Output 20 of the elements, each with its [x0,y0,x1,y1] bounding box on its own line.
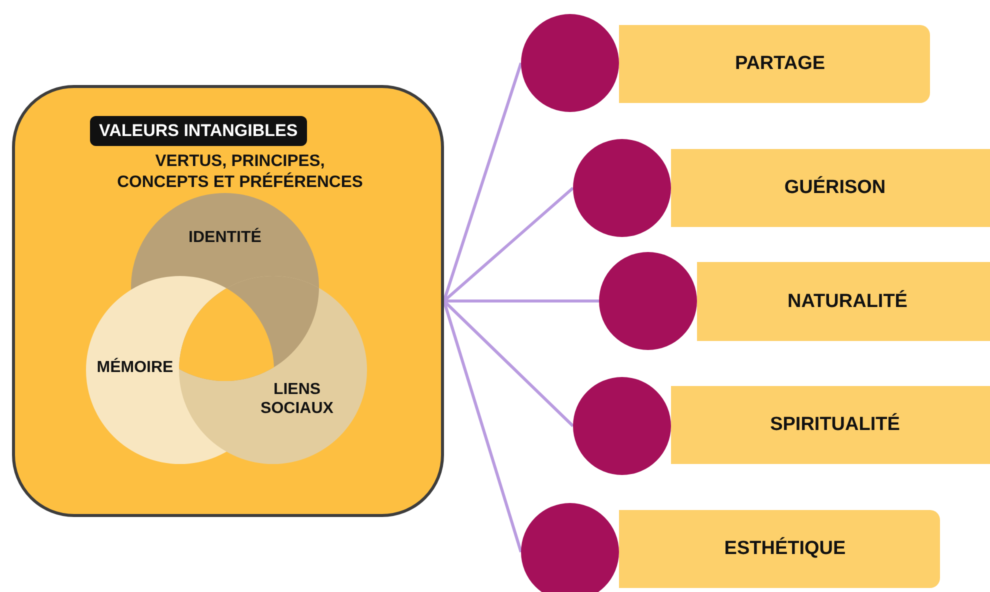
subtitle: VERTUS, PRINCIPES, CONCEPTS ET PRÉFÉRENCES [116,151,364,193]
bar-label: GUÉRISON [783,177,887,199]
circle-label: LIENS SOCIAUX [260,380,334,418]
circle-label: IDENTITÉ [188,228,262,247]
label-bar [619,510,940,588]
bar-label: NATURALITÉ [786,290,908,312]
connector-line [442,300,522,552]
connector-line [444,300,599,302]
connector-line [442,62,522,302]
title-tag: VALEURS INTANGIBLES [90,116,307,146]
group-panel [12,85,444,517]
label-bar [671,386,990,464]
label-bar [671,149,990,227]
connector-line [443,186,574,302]
bar-label: PARTAGE [734,53,826,75]
label-bar [697,262,990,341]
label-bar [619,25,930,103]
circle-label: MÉMOIRE [96,358,174,377]
bar-label: SPIRITUALITÉ [769,414,901,436]
bar-label: ESTHÉTIQUE [723,538,847,560]
